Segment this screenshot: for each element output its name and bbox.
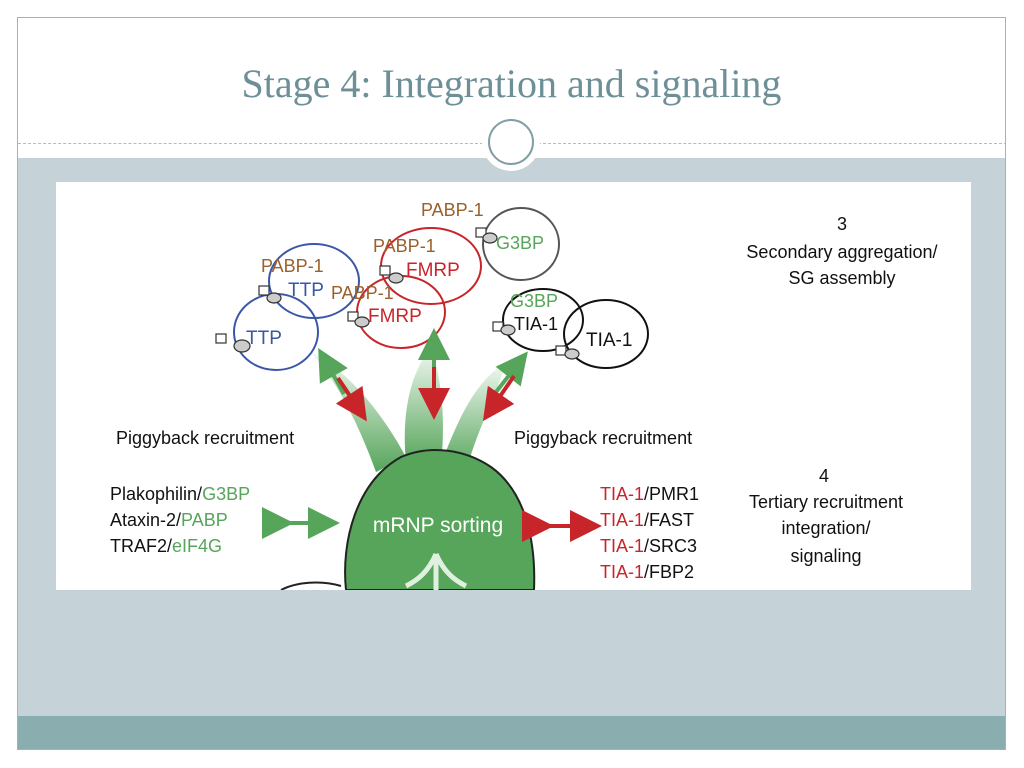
step3-number: 3	[837, 214, 847, 234]
left-list-item: Plakophilin/G3BP	[110, 484, 250, 504]
arrow-left-red	[335, 376, 367, 422]
step4-line3: signaling	[790, 546, 861, 566]
label-tia-inner: TIA-1	[514, 314, 558, 334]
header-divider-left	[18, 143, 488, 144]
left-list-item: Ataxin-2/PABP	[110, 510, 228, 530]
granule-tia-inner	[502, 288, 584, 352]
left-protein-list: Plakophilin/G3BP Ataxin-2/PABP TRAF2/eIF…	[110, 484, 250, 556]
label-ttp-inner: TTP	[246, 328, 282, 349]
label-fmrp-inner: FMRP	[368, 306, 422, 327]
label-g3bp-right: G3BP	[510, 291, 558, 311]
label-tia-outer: TIA-1	[586, 330, 632, 351]
title-ornament	[482, 113, 540, 171]
right-list-item: TIA-1/FBP2	[600, 562, 694, 582]
label-pabp-left: PABP-1	[261, 256, 324, 276]
step4-line2: integration/	[781, 518, 870, 538]
label-fmrp-outer: FMRP	[406, 260, 460, 281]
left-list-item: TRAF2/eIF4G	[110, 536, 222, 556]
label-g3bp-top: G3BP	[496, 233, 544, 253]
arrow-right-red	[482, 374, 516, 422]
inner-trunk	[404, 552, 468, 590]
stress-granule-figure: mRNP sorting PAB	[56, 182, 971, 590]
piggyback-right-label: Piggyback recruitment	[514, 428, 692, 448]
granule-tia-outer	[563, 299, 649, 369]
lower-blob-edge	[280, 581, 342, 590]
step4-line1: Tertiary recruitment	[749, 492, 903, 512]
mrnp-sorting-label: mRNP sorting	[373, 514, 503, 537]
right-list-item: TIA-1/FAST	[600, 510, 694, 530]
right-list-item: TIA-1/PMR1	[600, 484, 699, 504]
label-pabp-mid-inner: PABP-1	[331, 283, 394, 303]
slide-title: Stage 4: Integration and signaling	[241, 61, 782, 106]
right-list-item: TIA-1/SRC3	[600, 536, 697, 556]
label-pabp-mid-outer: PABP-1	[373, 236, 436, 256]
slide: Stage 4: Integration and signaling	[17, 17, 1006, 750]
granule-ttp-outer	[268, 243, 360, 319]
plume-left	[311, 352, 406, 472]
complex-glyphs	[215, 227, 580, 360]
stress-granule-diagram: mRNP sorting PAB	[110, 200, 938, 590]
plume-mid	[404, 347, 443, 464]
step3-line1: Secondary aggregation/	[746, 242, 937, 262]
piggyback-left-label: Piggyback recruitment	[116, 428, 294, 448]
step4-number: 4	[819, 466, 829, 486]
step3-line2: SG assembly	[788, 268, 895, 288]
footer-band	[18, 716, 1005, 749]
right-protein-list: TIA-1/PMR1 TIA-1/FAST TIA-1/SRC3 TIA-1/F…	[600, 484, 699, 582]
label-pabp-top: PABP-1	[421, 200, 484, 220]
label-ttp-outer: TTP	[288, 280, 324, 301]
header-divider-right	[538, 143, 1005, 144]
granule-g3bp-top	[482, 207, 560, 281]
ornament-ring-icon	[488, 119, 534, 165]
